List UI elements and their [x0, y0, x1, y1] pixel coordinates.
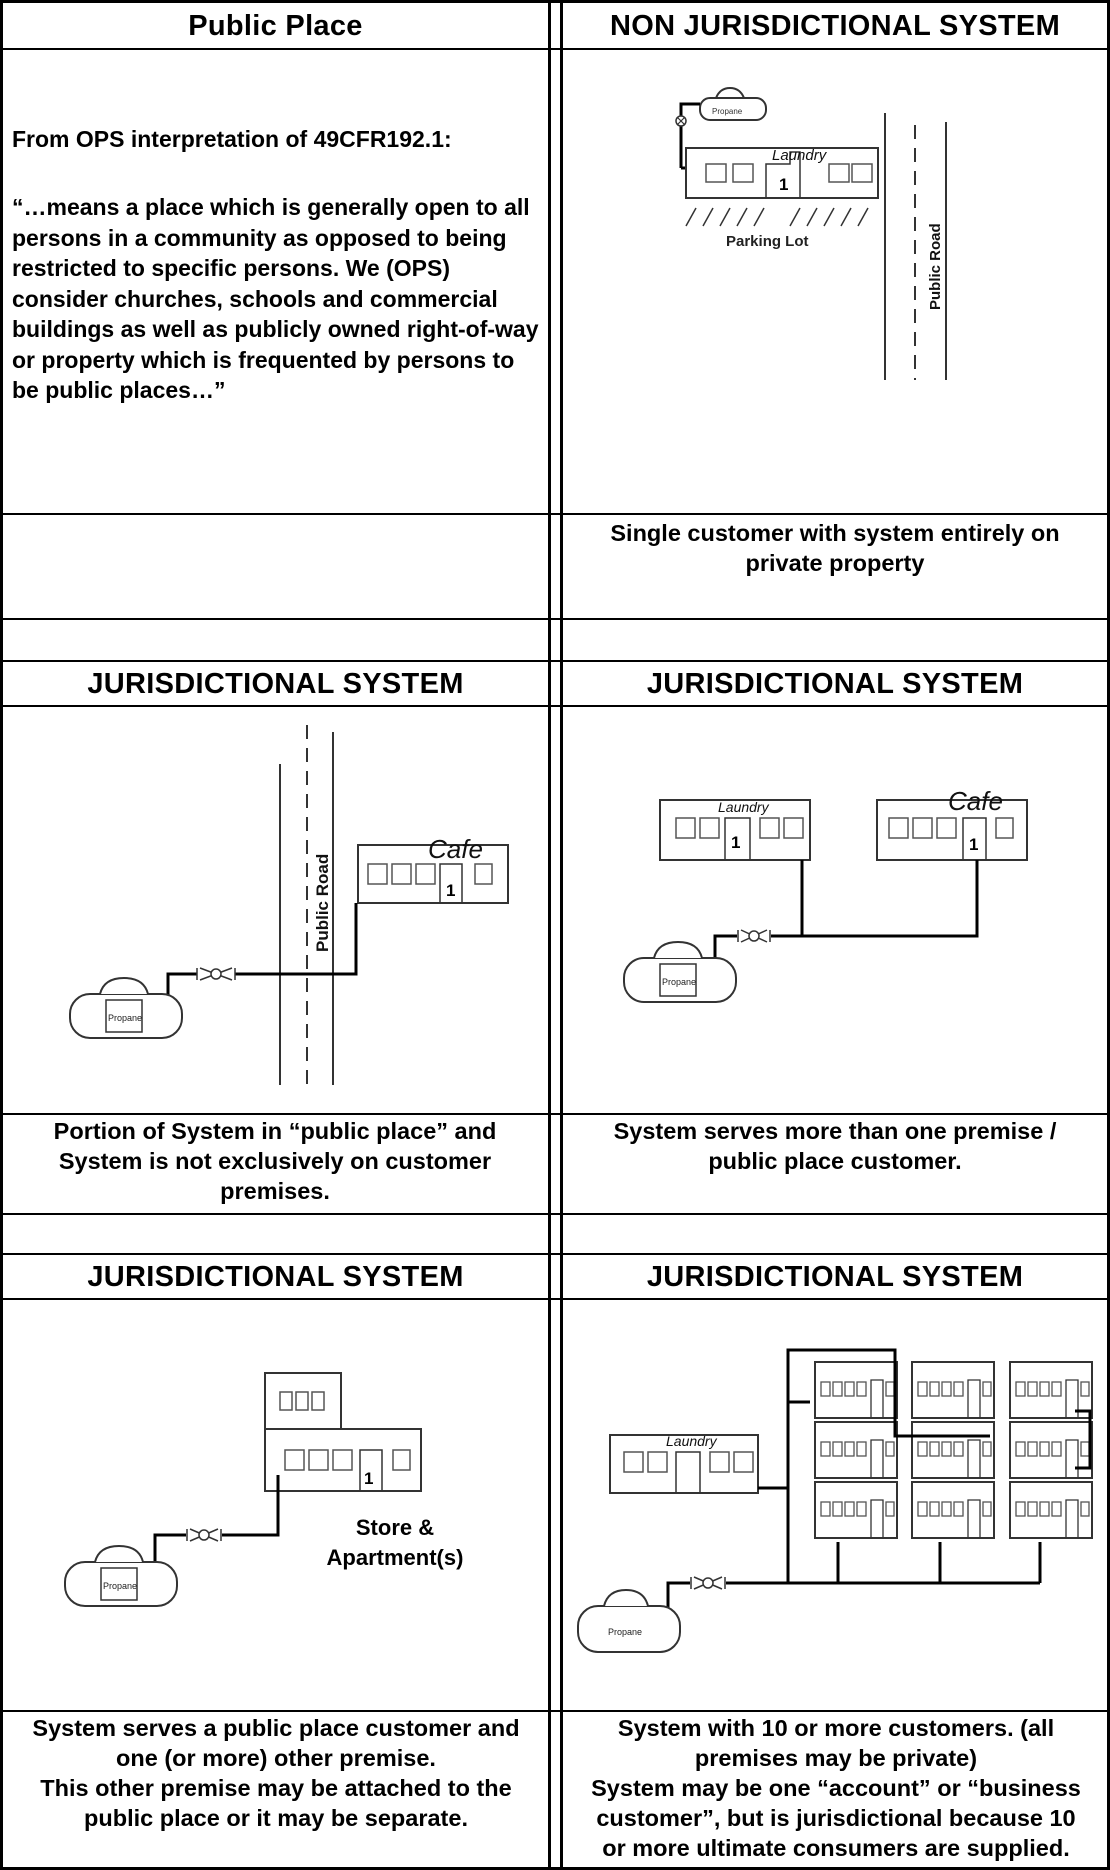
apartment-unit [814, 1361, 898, 1419]
public-place-intro: From OPS interpretation of 49CFR192.1: [12, 126, 452, 152]
apartment-unit [911, 1421, 995, 1479]
cafe-sign: Cafe [428, 834, 483, 864]
propane-label: Propane [712, 107, 743, 116]
caption-non-jurisdictional: Single customer with system entirely on … [610, 520, 1060, 576]
caption-line: This other premise may be attached to th… [40, 1775, 512, 1801]
gas-pipe [166, 903, 358, 1012]
row-line [0, 1298, 1110, 1300]
gas-distribution-main [666, 1348, 1092, 1618]
caption-line: customer”, but is jurisdictional because… [596, 1805, 1076, 1831]
meter-number: 1 [364, 1469, 373, 1488]
row-line [0, 1213, 1110, 1215]
propane-tank: Propane [64, 1544, 178, 1607]
header-jurisdictional-2: JURISDICTIONAL SYSTEM [646, 668, 1024, 700]
caption-line: or more ultimate consumers are supplied. [602, 1835, 1070, 1861]
laundry-sign: Laundry [718, 799, 770, 815]
column-divider-left [548, 0, 551, 1870]
valve-icon [690, 1576, 726, 1590]
caption-line: public place or it may be separate. [84, 1805, 468, 1831]
propane-label: Propane [608, 1627, 642, 1637]
row-line [0, 660, 1110, 662]
apartment-unit [911, 1361, 995, 1419]
row-line [0, 705, 1110, 707]
public-road: Public Road [884, 113, 947, 380]
meter-number: 1 [446, 881, 455, 900]
caption-jurisdictional-1: Portion of System in “public place” and … [53, 1118, 497, 1204]
store-apartments-label: Apartment(s) [327, 1545, 464, 1570]
store-building: 1 [264, 1428, 422, 1492]
caption-line: premises may be private) [694, 1745, 978, 1771]
meter-number: 1 [969, 835, 978, 854]
border-left [0, 0, 3, 1870]
row-line [0, 48, 1110, 50]
apartment-unit [1009, 1361, 1093, 1419]
gas-pipe [679, 102, 700, 168]
caption-line: System serves a public place customer an… [32, 1715, 520, 1741]
propane-tank: Propane [623, 940, 737, 1003]
caption-jurisdictional-2: System serves more than one premise / pu… [613, 1118, 1057, 1174]
cafe-building: 1 Cafe [357, 834, 509, 904]
caption-jurisdictional-3: System serves a public place customer an… [6, 1713, 546, 1833]
row-line [0, 513, 1110, 515]
apartment-unit [814, 1481, 898, 1539]
valve-icon [675, 115, 687, 127]
parking-lot-hatching [685, 207, 869, 227]
laundry-sign: Laundry [666, 1433, 718, 1449]
valve-icon [737, 929, 771, 943]
propane-tank: Propane [699, 86, 767, 121]
propane-label: Propane [103, 1581, 137, 1591]
row-line [0, 1113, 1110, 1115]
propane-tank: Propane [69, 976, 183, 1039]
propane-tank: Propane [577, 1588, 681, 1653]
apartment-unit [911, 1481, 995, 1539]
store-apartments-label: Store & [356, 1515, 434, 1540]
laundry-building: 1 Laundry [659, 799, 811, 861]
public-place-quote: “…means a place which is generally open … [12, 194, 539, 403]
apartment-unit [1009, 1421, 1093, 1479]
caption-line: System may be one “account” or “business [591, 1775, 1081, 1801]
meter-number: 1 [779, 175, 788, 194]
border-right [1107, 0, 1110, 1870]
propane-label: Propane [108, 1013, 142, 1023]
header-jurisdictional-3: JURISDICTIONAL SYSTEM [87, 1261, 464, 1293]
column-divider-right [560, 0, 563, 1870]
border-top [0, 0, 1110, 3]
meter-number: 1 [731, 833, 740, 852]
laundry-building: 1 Laundry [685, 147, 879, 199]
laundry-sign: Laundry [772, 147, 828, 164]
apartment-building [264, 1372, 342, 1430]
apartment-unit-grid [814, 1361, 1093, 1539]
valve-icon [186, 1528, 222, 1542]
public-road-label: Public Road [927, 223, 944, 310]
cafe-building: 1 Cafe [876, 786, 1028, 861]
laundry-building: Laundry [609, 1433, 759, 1494]
caption-line: System with 10 or more customers. (all [617, 1715, 1055, 1741]
apartment-unit [814, 1421, 898, 1479]
header-public-place: Public Place [188, 10, 363, 42]
gas-pipe [802, 860, 979, 938]
public-road: Public Road [279, 725, 334, 1085]
public-road-label: Public Road [313, 854, 332, 952]
header-jurisdictional-4: JURISDICTIONAL SYSTEM [646, 1261, 1024, 1293]
caption-jurisdictional-4: System with 10 or more customers. (all p… [566, 1713, 1106, 1863]
row-line [0, 1253, 1110, 1255]
valve-icon [196, 967, 236, 981]
parking-lot-label: Parking Lot [726, 233, 809, 250]
apartment-unit [1009, 1481, 1093, 1539]
border-bottom [0, 1867, 1110, 1870]
header-non-jurisdictional: NON JURISDICTIONAL SYSTEM [609, 10, 1061, 42]
row-line [0, 618, 1110, 620]
caption-line: one (or more) other premise. [116, 1745, 436, 1771]
header-jurisdictional-1: JURISDICTIONAL SYSTEM [87, 668, 464, 700]
cafe-sign: Cafe [948, 786, 1003, 816]
propane-label: Propane [662, 977, 696, 987]
row-line [0, 1710, 1110, 1712]
